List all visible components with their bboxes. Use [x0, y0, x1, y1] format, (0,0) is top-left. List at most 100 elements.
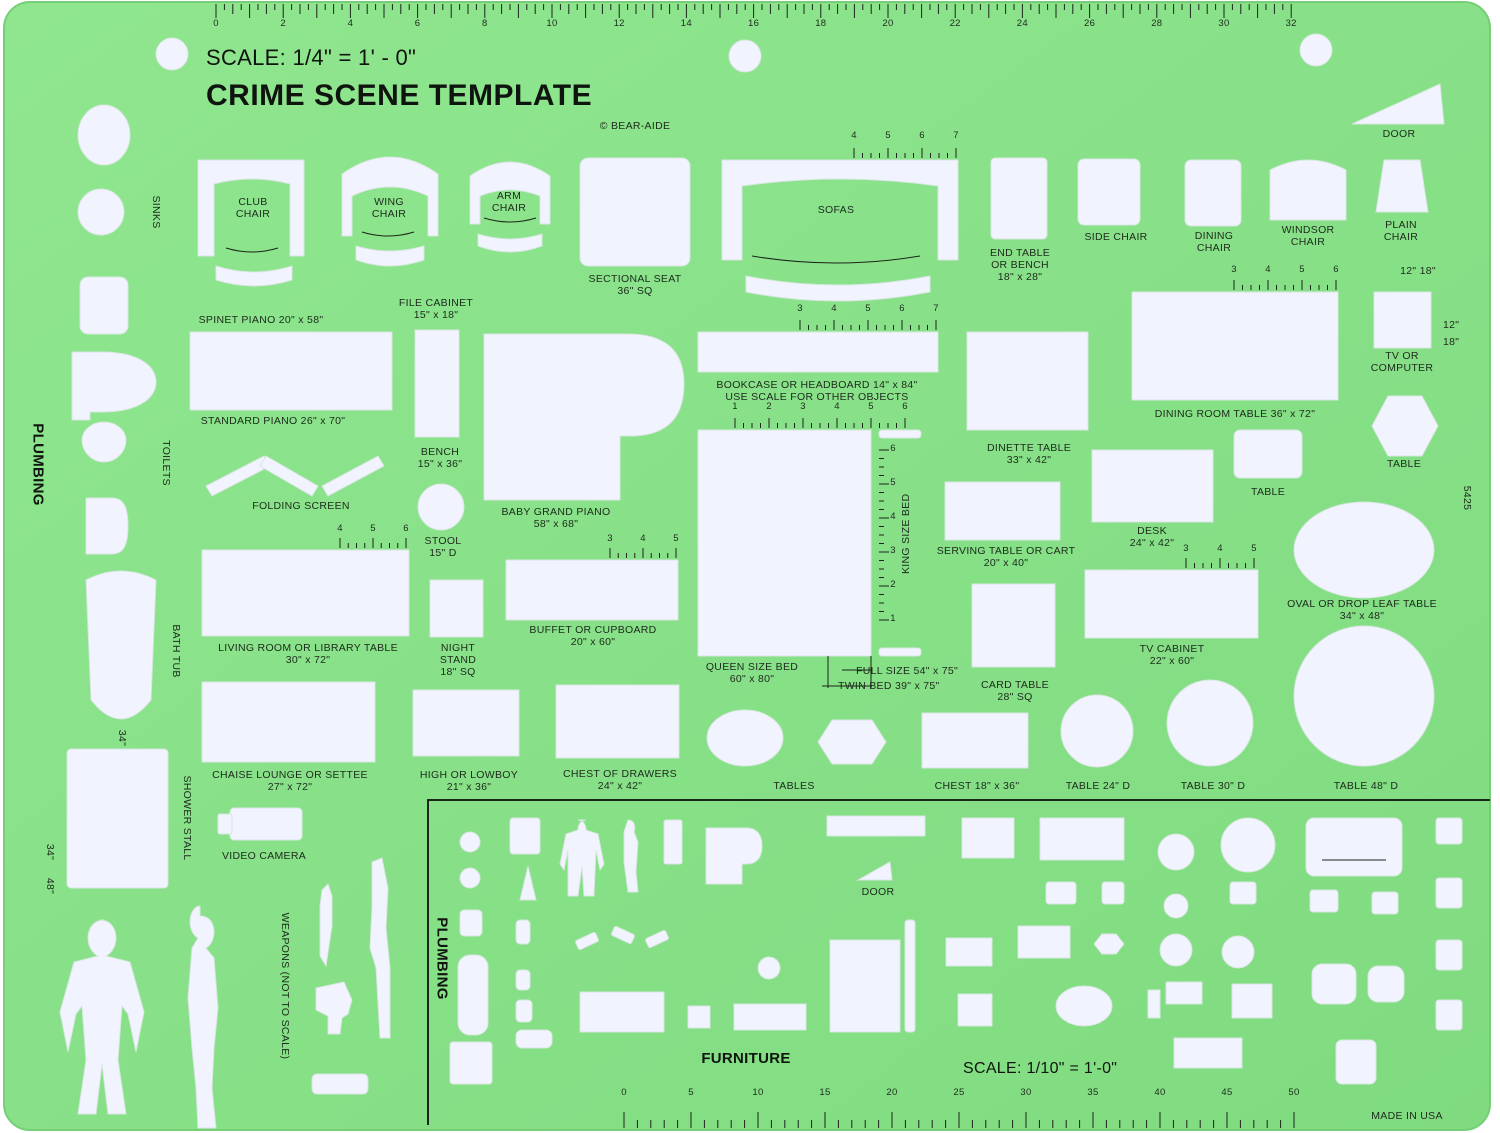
table-hex-label: TABLE — [1387, 458, 1421, 470]
dining-chair-label: DINING CHAIR — [1194, 230, 1234, 254]
king-bed-rail-top — [878, 429, 922, 439]
table-oval-small — [706, 709, 784, 767]
card-table-label: CARD TABLE 28" SQ — [981, 679, 1049, 703]
sofa-front — [745, 275, 931, 302]
top-ruler-tick-label: 32 — [1285, 18, 1297, 29]
baby-grand-piano-shape — [483, 333, 685, 501]
pistol-shape — [315, 981, 353, 1035]
king-scale-label: 6 — [890, 443, 896, 454]
tvcab-scale-label: 3 — [1183, 543, 1189, 554]
small-dinette — [961, 817, 1015, 859]
top-ruler-tick-label: 2 — [280, 18, 286, 29]
table-24-label: TABLE 24" D — [1065, 780, 1131, 792]
dining-scale-label: 6 — [1333, 264, 1339, 275]
video-camera-shape — [229, 807, 303, 841]
door-shape — [1351, 83, 1445, 125]
small-sink-1 — [459, 831, 481, 853]
top-ruler-tick-label: 28 — [1151, 18, 1163, 29]
detail-lines — [225, 217, 1386, 861]
toilet-3 — [85, 497, 129, 555]
serving-table-shape — [944, 481, 1061, 541]
table-48-shape — [1293, 625, 1435, 767]
spinet-piano-shape — [189, 331, 393, 411]
chest-of-drawers-shape — [555, 684, 680, 759]
top-ruler-tick-label: 14 — [680, 18, 692, 29]
queen-scale-label: 3 — [800, 401, 806, 412]
sofa-scale-label: 4 — [851, 130, 857, 141]
stool-label: STOOL 15" D — [424, 535, 462, 559]
person-front-silhouette — [59, 919, 145, 1115]
tv-cabinet-label: TV CABINET 22" x 60" — [1139, 643, 1205, 667]
small-toilet-2 — [515, 969, 531, 991]
dining-chair-shape — [1184, 159, 1242, 227]
baby-grand-label: BABY GRAND PIANO 58" x 68" — [501, 506, 611, 530]
sofa-scale-label: 7 — [953, 130, 959, 141]
small-toilet-1 — [515, 919, 531, 945]
small-bench — [663, 819, 683, 865]
small-tvcab — [1165, 981, 1203, 1005]
file-cabinet-shape — [414, 329, 460, 438]
table-small-label: TABLE — [1251, 486, 1285, 498]
sectional-label: SECTIONAL SEAT 36" SQ — [588, 273, 682, 297]
sofa-scale-label: 5 — [885, 130, 891, 141]
sofa-seat-line — [751, 255, 921, 264]
top-ruler — [215, 4, 1292, 18]
bookcase-scale-label: 4 — [831, 303, 837, 314]
small-chair-2 — [1101, 881, 1125, 905]
chest-label: CHEST 18" x 36" — [934, 780, 1020, 792]
small-sq-d — [1435, 999, 1463, 1031]
queen-scale-label: 6 — [902, 401, 908, 412]
small-door — [856, 861, 893, 881]
buffet-scale-label: 3 — [607, 533, 613, 544]
bottom-ruler-tick-label: 30 — [1020, 1087, 1032, 1098]
small-person-side — [623, 819, 639, 893]
small-hex — [1093, 933, 1125, 955]
end-table-shape — [990, 157, 1048, 240]
sofa-shape — [721, 159, 959, 261]
furniture-label: FURNITURE — [701, 1050, 791, 1067]
living-scale-label: 4 — [337, 523, 343, 534]
spinet-piano-label: SPINET PIANO 20" x 58" — [198, 314, 324, 326]
small-arrow — [519, 865, 537, 901]
file-cabinet-label: FILE CABINET 15" x 18" — [398, 297, 474, 321]
chaise-label: CHAISE LOUNGE OR SETTEE 27" x 72" — [212, 769, 368, 793]
plain-chair-shape — [1375, 159, 1429, 213]
table-30-label: TABLE 30" D — [1180, 780, 1246, 792]
oval-table-shape — [1293, 501, 1435, 599]
small-chair-3 — [1163, 893, 1189, 919]
top-ruler-tick-label: 30 — [1218, 18, 1230, 29]
buffet-scale-label: 5 — [673, 533, 679, 544]
small-table-b — [687, 1005, 711, 1029]
dining-scale-label: 4 — [1265, 264, 1271, 275]
weapon-small — [311, 1073, 369, 1095]
small-screen-3 — [645, 929, 669, 949]
table-48-label: TABLE 48" D — [1333, 780, 1399, 792]
small-oval — [1055, 985, 1113, 1027]
tvcab-scale-label: 5 — [1251, 543, 1257, 554]
tv-computer-shape — [1373, 291, 1432, 349]
template-title: CRIME SCENE TEMPLATE — [206, 79, 593, 112]
table-24-shape — [1060, 694, 1134, 768]
knife-shape — [319, 883, 333, 968]
desk-label: DESK 24" x 42" — [1129, 525, 1175, 549]
small-serving — [945, 937, 993, 967]
small-sq-b — [1435, 877, 1463, 909]
small-chest — [1147, 989, 1161, 1019]
shower-stall-shape — [66, 748, 169, 889]
copyright: © BEAR-AIDE — [599, 120, 671, 132]
table-hexagon-shape — [1371, 395, 1439, 457]
wing-chair-shape — [341, 156, 439, 237]
bath-tub-label: BATH TUB — [170, 624, 182, 678]
sink-square — [79, 276, 129, 335]
object-scales — [339, 148, 1337, 621]
top-ruler-tick-label: 26 — [1084, 18, 1096, 29]
bookcase-shape — [697, 331, 939, 373]
hanging-hole-right — [1299, 33, 1333, 67]
arm-chair-shape — [469, 161, 551, 225]
dining-scale-label: 5 — [1299, 264, 1305, 275]
small-toilet-4 — [515, 1029, 553, 1049]
small-table-a — [579, 991, 665, 1033]
toilet-2 — [81, 421, 127, 463]
model-number: 5425 — [1461, 485, 1473, 511]
small-sink-3 — [459, 909, 483, 937]
